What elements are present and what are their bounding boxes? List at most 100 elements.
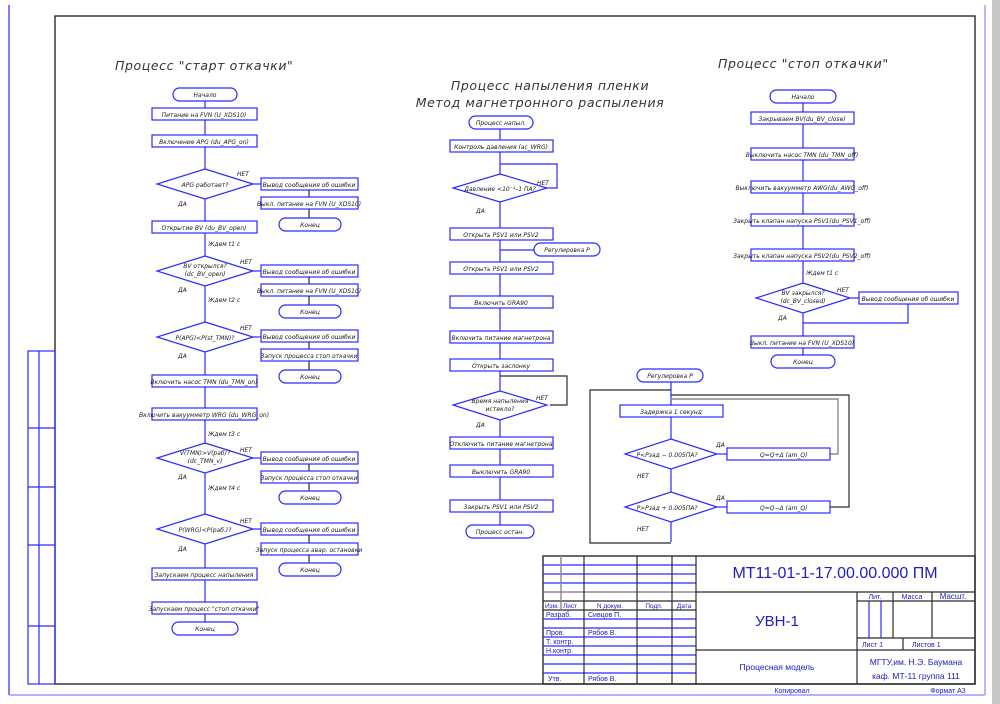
flowchart-regulation-process: Регулировка P Задержка 1 секунд P<Pзад −… [589,368,850,544]
process-box [151,407,258,421]
svg-text:Н.контр.: Н.контр. [546,648,573,655]
svg-text:P>Pзад + 0.005ПА?: P>Pзад + 0.005ПА? [636,505,698,512]
process-box [449,499,554,513]
title-block: МТ11-01-1-17.00.00.000 ПМ УВН-1 Процесна… [542,555,976,695]
process-box [449,436,554,450]
svg-text:Q=Q−Δ (am_Q): Q=Q−Δ (am_Q) [760,505,807,512]
svg-text:Закрыть клапан напуска PSV1(du: Закрыть клапан напуска PSV1(du_PSV1_off) [733,218,871,225]
process-box [449,139,554,153]
svg-text:BV открылся?: BV открылся? [183,263,227,270]
svg-text:Конец: Конец [300,567,320,574]
process-box [449,464,554,478]
terminator-start [172,87,238,102]
svg-text:Выкл. питание на FVN (U_XDS10): Выкл. питание на FVN (U_XDS10) [750,340,854,347]
inner-frame [54,15,976,685]
svg-text:Запуск процесса стоп откачки: Запуск процесса стоп откачки [260,353,357,360]
svg-text:Выкл. питание на FVN (U_XDS10): Выкл. питание на FVN (U_XDS10) [257,288,361,295]
svg-text:Отключить питание магнетрона: Отключить питание магнетрона [449,441,552,448]
svg-text:Листов 1: Листов 1 [912,642,941,649]
process-box [750,180,855,194]
scrollbar-track[interactable] [992,0,1000,704]
deposition-title-line2: Метод магнетронного распыления [416,95,665,110]
process-box [151,220,258,234]
svg-text:Закрыть клапан напуска PSV2(du: Закрыть клапан напуска PSV2(du_PSV2_off) [733,253,871,260]
svg-text:Конец: Конец [300,309,320,316]
svg-text:Вывод сообщения об ошибки: Вывод сообщения об ошибки [862,296,955,303]
svg-text:Лист 1: Лист 1 [862,642,883,649]
svg-text:Масса: Масса [902,594,923,601]
svg-text:ДА: ДА [715,495,725,502]
svg-text:НЕТ: НЕТ [537,180,550,187]
svg-text:P(APG)<P(st_TMN)?: P(APG)<P(st_TMN)? [176,335,236,342]
svg-text:Конец: Конец [300,495,320,502]
terminator-end [278,369,342,384]
svg-text:P<Pзад − 0.005ПА?: P<Pзад − 0.005ПА? [636,452,698,459]
svg-text:Конец: Конец [793,359,813,366]
svg-text:Ждем t4 с: Ждем t4 с [207,485,241,492]
terminator-end [278,490,342,505]
decision-diamond [623,438,719,470]
svg-text:V(TMN)>V(раб)?: V(TMN)>V(раб)? [180,450,231,457]
svg-text:Задержка 1 секунд: Задержка 1 секунд [640,409,702,416]
svg-text:Ждем t1 с: Ждем t1 с [207,241,241,248]
svg-text:Т. контр.: Т. контр. [546,639,573,646]
terminator-end [171,621,239,636]
svg-text:Включить GRA90: Включить GRA90 [474,300,528,307]
process-box [750,111,855,125]
svg-text:Утв.: Утв. [548,676,561,683]
process-box [619,404,724,418]
svg-text:Выключить вакуумметр AWG(du_AW: Выключить вакуумметр AWG(du_AWG_off) [735,185,868,192]
svg-text:Масшт.: Масшт. [940,592,967,601]
svg-text:ДА: ДА [177,474,187,481]
svg-text:Запускаем процесс "стоп откачк: Запускаем процесс "стоп откачки" [149,606,260,613]
svg-text:Лист: Лист [563,603,577,610]
svg-text:Закрыть PSV1 или PSV2: Закрыть PSV1 или PSV2 [464,504,539,511]
organization-line2: каф. МТ-11 группа 111 [872,671,960,681]
process-box [449,227,554,241]
svg-text:Начало: Начало [792,94,815,101]
decision-diamond [450,173,550,203]
svg-text:НЕТ: НЕТ [240,447,253,454]
svg-text:ДА: ДА [475,208,485,215]
svg-text:Изм.: Изм. [545,603,559,610]
process-box [449,261,554,275]
svg-text:Конец: Конец [195,626,215,633]
process-box [151,567,258,581]
terminator-end [770,354,836,369]
process-box [726,500,831,514]
svg-text:Вывод сообщения об ошибки: Вывод сообщения об ошибки [263,456,356,463]
svg-text:ДА: ДА [715,442,725,449]
svg-text:Выкл. питание на FVN (U_XDS10): Выкл. питание на FVN (U_XDS10) [257,201,361,208]
process-box [750,213,855,227]
svg-text:Вывод сообщения об ошибки: Вывод сообщения об ошибки [263,269,356,276]
svg-text:Выключить GRA90: Выключить GRA90 [472,469,530,476]
svg-text:Включить вакуумметр WRG (du_WR: Включить вакуумметр WRG (du_WRG_on) [139,412,269,419]
svg-text:Конец: Конец [300,374,320,381]
svg-text:ДА: ДА [177,546,187,553]
terminator-end [278,562,342,577]
svg-text:НЕТ: НЕТ [240,259,253,266]
flowchart-stop-process: Процесс "стоп откачки" Начало Закрываем … [718,56,959,369]
process-box [750,147,855,161]
flowchart-deposition-process: Процесс напыления пленки Метод магнетрон… [416,78,665,539]
svg-text:Разраб.: Разраб. [546,611,571,619]
svg-text:НЕТ: НЕТ [240,518,253,525]
svg-text:Процесс остан.: Процесс остан. [476,529,524,536]
svg-text:НЕТ: НЕТ [637,473,650,480]
flowchart-start-process: Процесс "старт откачки" Начало Питание н… [115,58,362,636]
svg-text:ДА: ДА [177,353,187,360]
svg-text:Начало: Начало [194,92,217,99]
svg-text:Давление <10⁻¹–1 ПА?: Давление <10⁻¹–1 ПА? [463,186,536,193]
process-box [726,447,831,461]
deposition-title-line1: Процесс напыления пленки [451,78,649,93]
svg-text:Рябов В.: Рябов В. [588,675,616,683]
svg-text:Вывод сообщения об ошибки: Вывод сообщения об ошибки [263,527,356,534]
process-box [750,248,855,262]
stop-process-title: Процесс "стоп откачки" [718,56,889,71]
product-name: УВН-1 [755,613,799,630]
svg-text:Питание на FVN (U_XDS10): Питание на FVN (U_XDS10) [162,112,247,119]
terminator-start [468,115,534,130]
regulation-call [533,242,601,257]
terminator-end [465,524,535,539]
